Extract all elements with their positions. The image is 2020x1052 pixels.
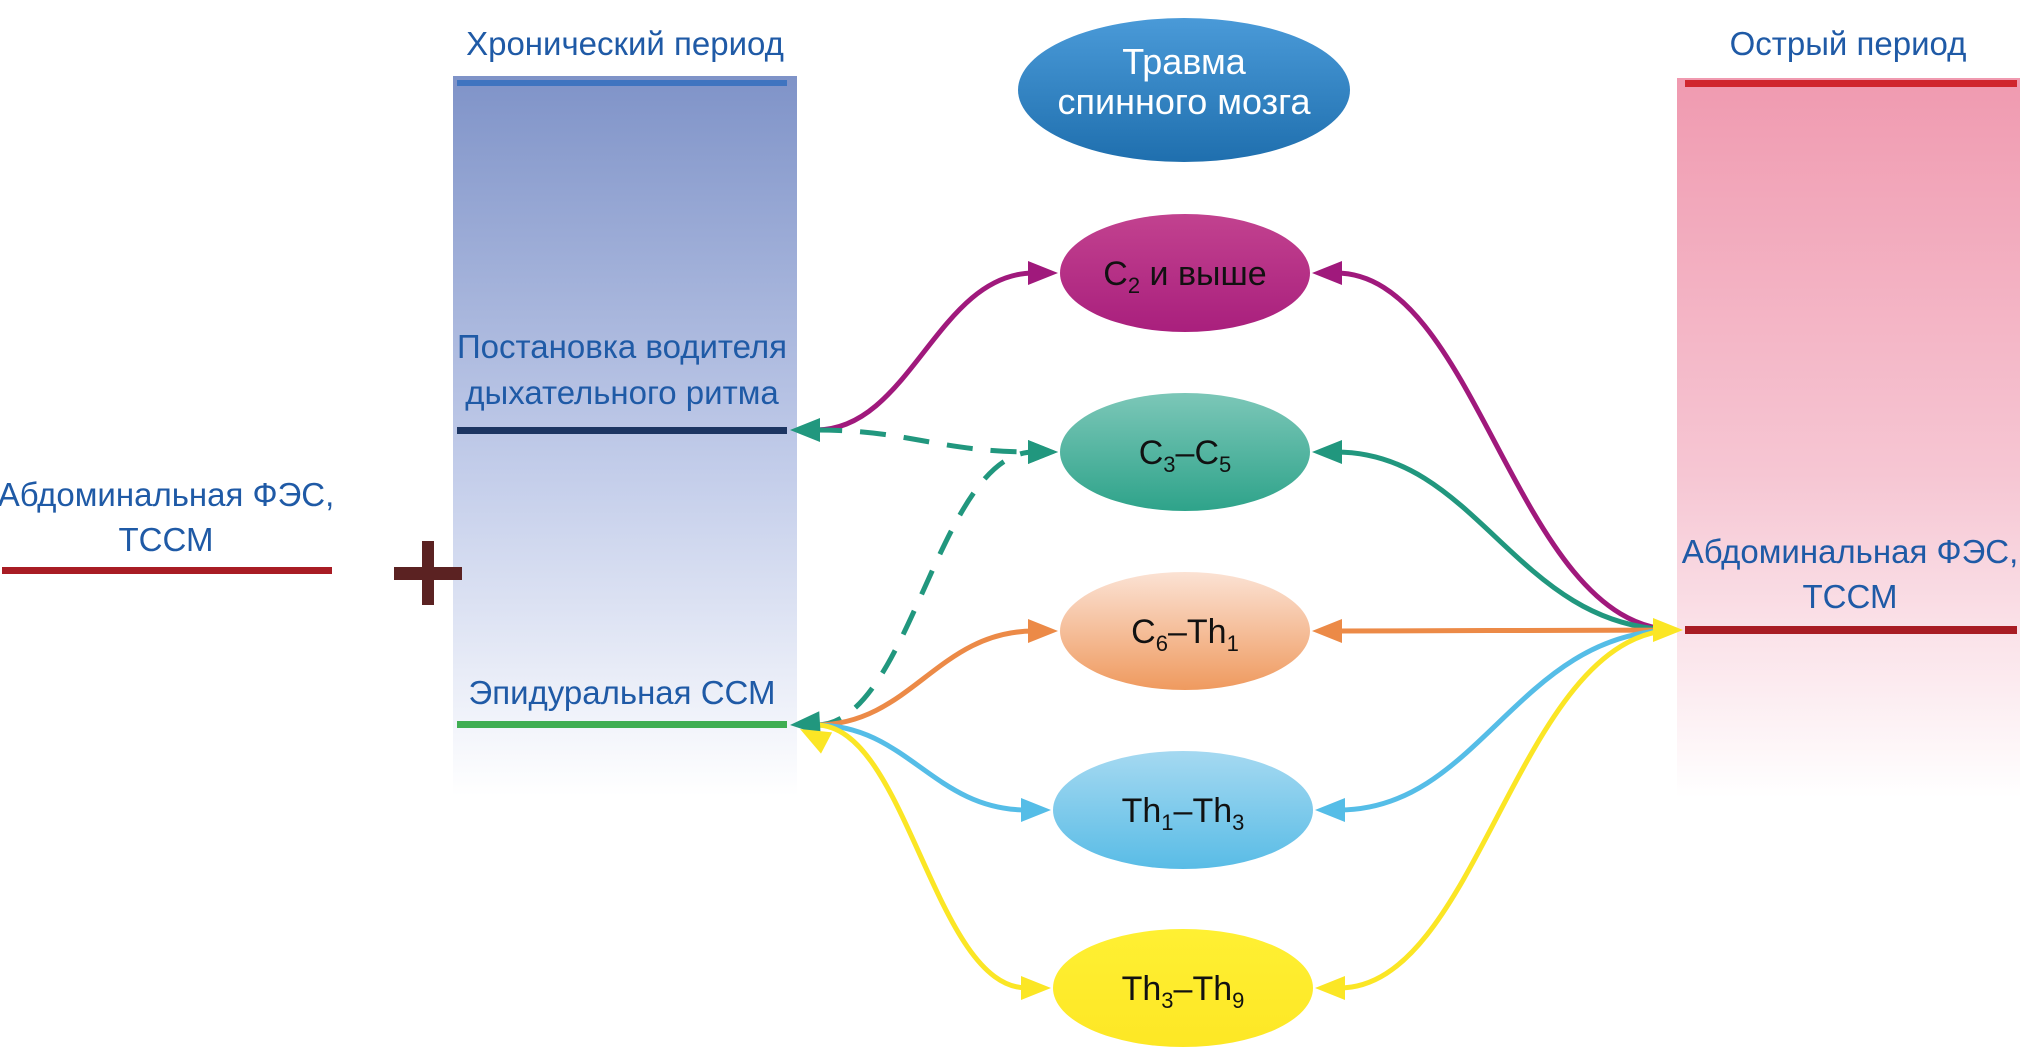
acute-label-line2: ТССМ xyxy=(1803,578,1898,615)
connection-acute-to-th3th9 xyxy=(1338,627,1678,991)
level-label: C3–C5 xyxy=(1139,434,1232,477)
arrowhead-acute-to-th1th3 xyxy=(1315,798,1345,822)
level-node-th1th3: Th1–Th3 xyxy=(1053,751,1313,869)
level-label: C6–Th1 xyxy=(1131,613,1239,656)
chronic-panel-top-line xyxy=(457,80,787,86)
arrowhead-acute-to-c3c5 xyxy=(1312,440,1342,464)
acute-label-line1: Абдоминальная ФЭС, xyxy=(1682,533,2019,570)
left-line xyxy=(2,567,332,574)
acute-period-panel: Острый период Абдоминальная ФЭС, ТССМ xyxy=(1677,25,2020,798)
arrowhead-pacer-to-c2 xyxy=(1028,261,1058,285)
arrowhead-epidural-to-c6th1 xyxy=(1028,619,1058,643)
arrowhead-at-epidural-yellow xyxy=(800,729,833,754)
connection-epidural-to-c3c5 xyxy=(815,449,1035,728)
pacer-label-line1: Постановка водителя xyxy=(457,328,787,365)
connection-epidural-to-th3th9 xyxy=(815,722,1028,991)
connection-acute-to-c6th1 xyxy=(1335,627,1678,634)
root-node: Травма спинного мозга xyxy=(1018,18,1350,162)
connections xyxy=(790,261,1683,1000)
connection-pacer-to-c2 xyxy=(815,270,1035,433)
arrowhead-epidural-to-c3c5 xyxy=(1028,440,1058,464)
level-node-th3th9: Th3–Th9 xyxy=(1053,929,1313,1047)
level-ellipse xyxy=(1060,214,1310,332)
arrowhead-acute-to-c2 xyxy=(1312,261,1342,285)
root-node-ellipse xyxy=(1018,18,1350,162)
level-node-c3c5: C3–C5 xyxy=(1060,393,1310,511)
left-label-line1: Абдоминальная ФЭС, xyxy=(0,476,334,513)
acute-line xyxy=(1685,626,2017,634)
arrowhead-epidural-to-th3th9 xyxy=(1021,976,1051,1000)
arrowhead-acute-to-th3th9 xyxy=(1315,976,1345,1000)
chronic-period-panel: Хронический период Постановка водителя д… xyxy=(453,25,797,796)
connection-acute-to-c2 xyxy=(1335,270,1678,633)
connection-epidural-to-c6th1 xyxy=(815,628,1035,728)
level-node-c6th1: C6–Th1 xyxy=(1060,572,1310,690)
level-label: Th3–Th9 xyxy=(1122,970,1245,1013)
plus-icon xyxy=(394,541,462,605)
arrowhead-at-acute xyxy=(1653,618,1683,642)
acute-period-title: Острый период xyxy=(1730,25,1967,62)
level-ellipse xyxy=(1053,929,1313,1047)
connection-pacer-to-c3c5 xyxy=(815,427,1035,455)
chronic-period-title: Хронический период xyxy=(466,25,784,62)
arrowhead-at-pacer xyxy=(790,418,820,442)
epidural-line xyxy=(457,721,787,728)
arrowhead-at-epidural xyxy=(790,711,821,736)
root-label-line2: спинного мозга xyxy=(1058,81,1312,122)
connection-acute-to-c3c5 xyxy=(1335,449,1678,633)
level-ellipse xyxy=(1060,393,1310,511)
acute-panel-top-line xyxy=(1685,80,2017,87)
left-block: Абдоминальная ФЭС, ТССМ xyxy=(0,476,334,574)
arrowhead-acute-to-c6th1 xyxy=(1312,619,1342,643)
acute-panel-background xyxy=(1677,78,2020,798)
connection-epidural-to-th1th3 xyxy=(815,722,1028,813)
epidural-label: Эпидуральная ССМ xyxy=(469,674,776,711)
root-label-line1: Травма xyxy=(1122,41,1246,82)
pacer-label-line2: дыхательного ритма xyxy=(465,374,779,411)
chronic-panel-background xyxy=(453,76,797,796)
level-label: C2 и выше xyxy=(1103,255,1266,298)
level-label: Th1–Th3 xyxy=(1122,792,1245,835)
level-ellipse xyxy=(1060,572,1310,690)
pacer-line xyxy=(457,427,787,434)
left-label-line2: ТССМ xyxy=(119,521,214,558)
arrowhead-epidural-to-th1th3 xyxy=(1021,798,1051,822)
connection-acute-to-th1th3 xyxy=(1338,627,1678,813)
level-node-c2: C2 и выше xyxy=(1060,214,1310,332)
level-ellipse xyxy=(1053,751,1313,869)
